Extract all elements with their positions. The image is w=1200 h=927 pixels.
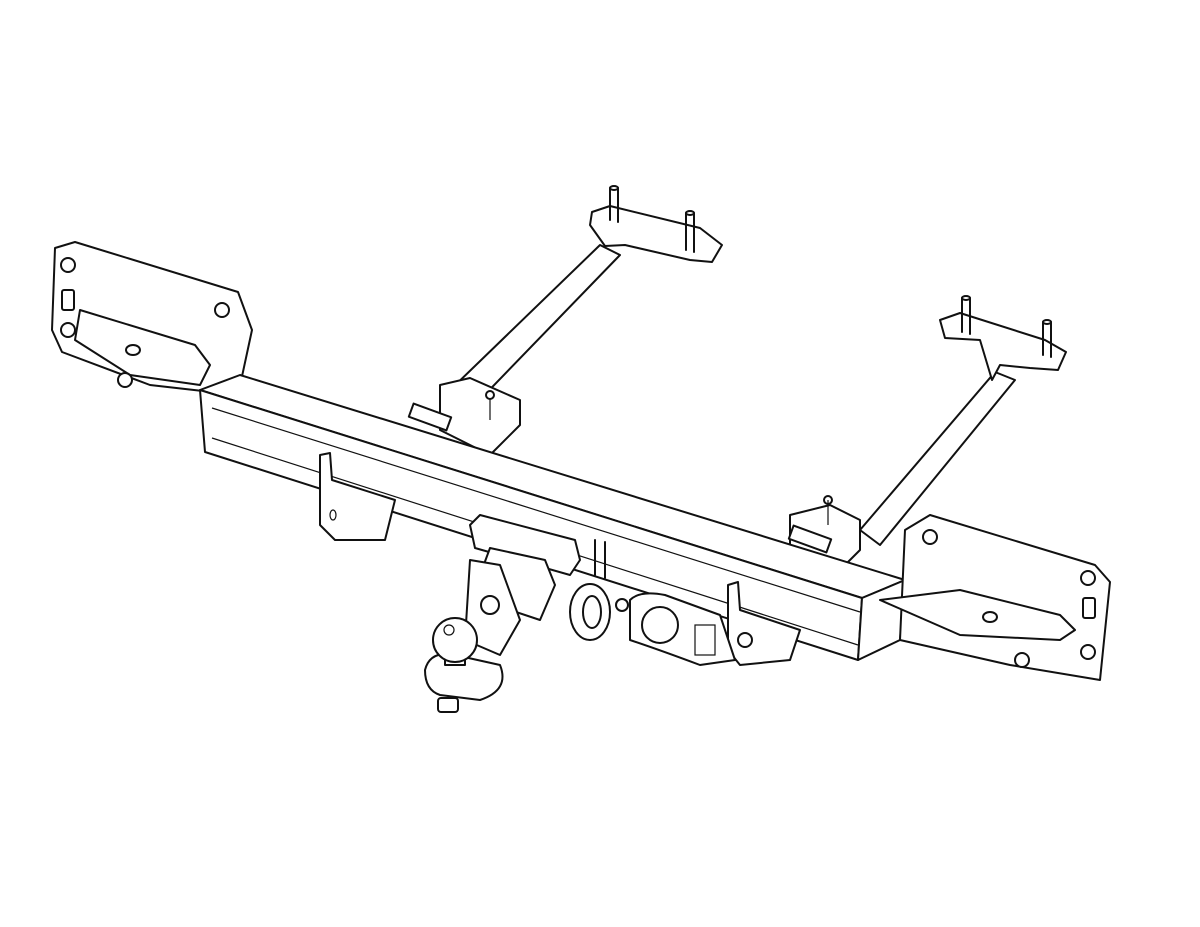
right-mounting-plate — [879, 514, 1111, 681]
left-mounting-plate — [51, 241, 253, 396]
receiver-housing — [464, 514, 606, 656]
left-top-plate — [589, 185, 723, 263]
electrical-socket-plate — [615, 592, 753, 666]
cross-beam — [199, 374, 906, 661]
towing-eye — [569, 583, 611, 641]
left-bracket — [319, 452, 396, 541]
left-arm — [407, 244, 621, 456]
right-top-plate — [939, 295, 1067, 381]
tow-ball — [424, 617, 504, 713]
